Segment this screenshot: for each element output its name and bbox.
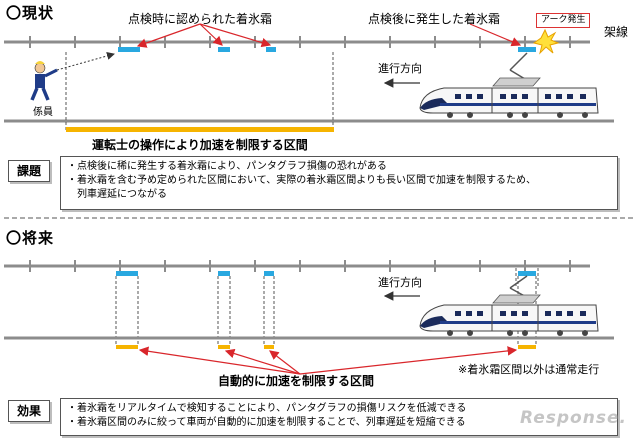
future-train-icon (419, 275, 599, 336)
future-restricted-pointer-arrows (138, 346, 518, 375)
current-dashed-bounds (65, 52, 334, 130)
normal-running-note: ※着氷霜区間以外は通常走行 (458, 363, 600, 376)
future-heading: 〇将来 (6, 229, 55, 247)
arc-label: アーク発生 (536, 13, 591, 28)
worker-sight-line (56, 52, 115, 71)
current-direction-label: 進行方向 (378, 62, 422, 75)
issue-box: ・点検後に稀に発生する着氷霜により、パンタグラフ損傷の恐れがある ・着氷霜を含む… (60, 156, 618, 210)
issue-line-3: 列車遅延につながる (67, 189, 167, 200)
current-frost-pointer-arrows (136, 23, 522, 48)
current-heading: 〇現状 (6, 4, 55, 22)
issue-tag: 課題 (8, 160, 50, 182)
future-frost-segments (116, 271, 536, 276)
issue-line-1: ・点検後に稀に発生する着氷霜により、パンタグラフ損傷の恐れがある (67, 161, 387, 172)
future-direction-label: 進行方向 (378, 276, 422, 289)
current-frost-segments (118, 47, 536, 52)
current-overhead-wire (4, 36, 590, 48)
watermark-logo: Response. (520, 408, 627, 428)
current-restricted-label: 運転士の操作により加速を制限する区間 (92, 138, 308, 152)
worker-icon (30, 61, 58, 101)
future-overhead-wire (4, 260, 590, 272)
auto-restricted-label: 自動的に加速を制限する区間 (218, 374, 375, 388)
effect-line-2: ・着氷霜区間のみに絞って車両が自動的に加速を制限することで、列車遅延を短縮できる (67, 417, 466, 428)
effect-line-1: ・着氷霜をリアルタイムで検知することにより、パンタグラフの損傷リスクを低減できる (67, 403, 467, 414)
future-restricted-bars (116, 345, 536, 349)
overhead-wire-label: 架線 (604, 25, 629, 39)
arc-spark-icon (532, 28, 560, 55)
frost-found-label: 点検時に認められた着氷霜 (128, 12, 273, 26)
issue-line-2: ・着氷霜を含む予め定められた区間において、実際の着氷霜区間よりも長い区間で加速を… (67, 175, 536, 186)
effect-box: ・着氷霜をリアルタイムで検知することにより、パンタグラフの損傷リスクを低減できる… (60, 398, 618, 436)
current-restricted-bar (66, 127, 334, 132)
current-train-icon (419, 52, 599, 118)
frost-after-label: 点検後に発生した着氷霜 (368, 12, 501, 26)
effect-tag: 効果 (8, 400, 50, 422)
worker-label: 係員 (33, 107, 53, 118)
